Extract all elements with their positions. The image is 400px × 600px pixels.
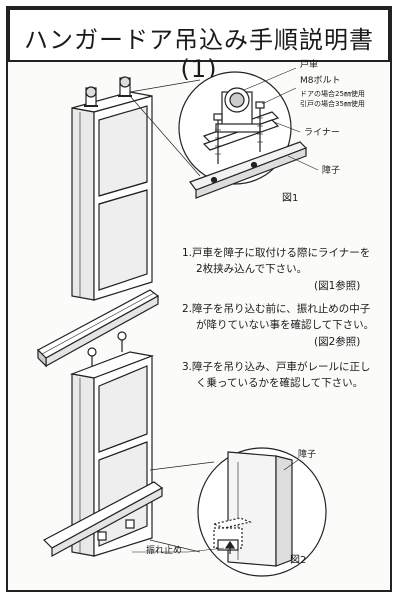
lower-door-illustration (43, 331, 164, 558)
rail-illustration (37, 289, 160, 368)
roller-left (84, 86, 98, 107)
title-box: ハンガードア吊込み手順説明書(1) (8, 8, 390, 83)
instruction-3-line2: く乗っているかを確認して下さい。 (196, 377, 364, 389)
instruction-2-line2: が降りていない事を確認して下さい。 (196, 319, 375, 331)
label-bolt-door-note: ドアの場合25㎜使用 (300, 90, 365, 98)
fig1-detail (129, 67, 319, 199)
instruction-1-line1: 1.戸車を障子に取付ける際にライナーを (182, 247, 371, 259)
fig2-caption: 図2 (290, 555, 307, 566)
instruction-1-ref: (図1参照) (314, 280, 361, 292)
label-stopper: 振れ止め (146, 546, 183, 556)
roller-right (118, 76, 132, 97)
instruction-2-ref: (図2参照) (314, 336, 361, 348)
label-m8-bolt: M8ボルト (300, 76, 341, 86)
label-bolt-sliding-note: 引戸の場合35㎜使用 (300, 100, 365, 108)
bolt-left (213, 113, 223, 164)
bolt-right (255, 101, 265, 152)
label-roller: 戸車 (300, 60, 319, 70)
fig2-detail (132, 447, 327, 577)
instruction-3-line1: 3.障子を吊り込み、戸車がレールに正し (182, 361, 371, 373)
fig1-caption: 図1 (282, 193, 299, 204)
instruction-1-line2: 2枚挟み込んで下さい。 (196, 263, 308, 275)
label-shoji-fig1: 障子 (322, 166, 341, 176)
page-title: ハンガードア吊込み手順説明書(1) (24, 26, 374, 83)
upper-door-illustration (71, 76, 153, 301)
label-liner: ライナー (304, 128, 340, 138)
label-shoji-fig2: 障子 (298, 450, 317, 460)
instruction-2-line1: 2.障子を吊り込む前に、振れ止めの中子 (182, 303, 371, 315)
